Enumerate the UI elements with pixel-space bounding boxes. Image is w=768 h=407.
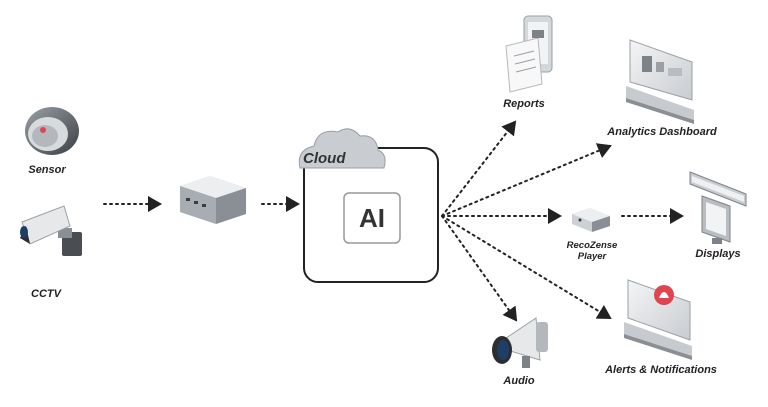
connector-ai-to-audio <box>441 215 518 322</box>
digital-signage-icon <box>689 171 747 244</box>
recozense-player-label-line2: Player <box>577 251 607 262</box>
smoke-sensor-icon <box>25 107 79 155</box>
media-player-box-icon <box>572 208 610 232</box>
connector-ai-to-alerts <box>441 215 612 320</box>
displays-label: Displays <box>695 248 741 260</box>
cctv-label: CCTV <box>31 288 61 300</box>
recozense-player-label-line1: RecoZense <box>566 240 618 251</box>
connector-ai-to-analytics <box>441 143 612 217</box>
cloud-container <box>298 128 439 283</box>
connectors <box>103 120 684 322</box>
cloud-label: Cloud <box>303 150 346 167</box>
cloud-icon <box>298 128 386 169</box>
edge-gateway-icon <box>180 176 246 224</box>
ai-label: AI <box>359 203 385 233</box>
alert-monitor-icon <box>624 279 692 360</box>
reports-phone-icon <box>505 15 553 93</box>
sensor-label: Sensor <box>28 164 66 176</box>
analytics-dashboard-label: Analytics Dashboard <box>607 126 717 138</box>
ai-chip <box>343 192 401 244</box>
connector-ai-to-reports <box>441 120 517 217</box>
alerts-notifications-label: Alerts & Notifications <box>605 364 717 376</box>
recozense-player-label: RecoZense Player <box>567 240 618 262</box>
audio-label: Audio <box>503 375 535 387</box>
megaphone-icon <box>492 317 548 368</box>
reports-label: Reports <box>503 98 545 110</box>
cctv-camera-icon <box>20 205 82 256</box>
analytics-monitor-icon <box>626 39 694 124</box>
